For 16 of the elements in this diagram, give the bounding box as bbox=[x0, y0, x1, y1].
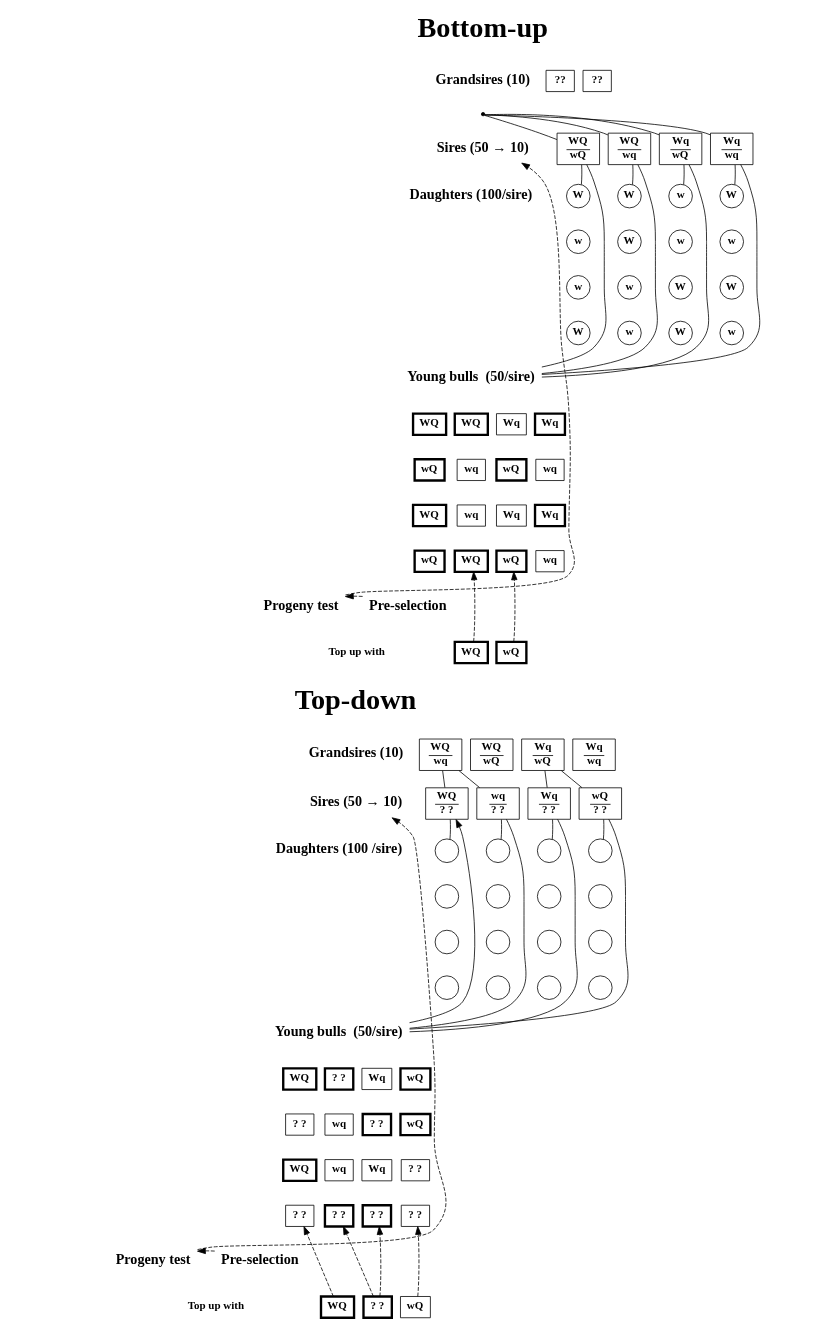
label: Top up with bbox=[328, 644, 385, 657]
label: Daughters (100/sire) bbox=[409, 185, 533, 202]
node-text: Progeny test bbox=[263, 596, 339, 613]
node-text: Pre-selection bbox=[221, 1251, 299, 1268]
label: Top-down bbox=[294, 683, 417, 715]
label: Grandsires (10) bbox=[435, 70, 531, 87]
label: Grandsires (10) bbox=[308, 744, 404, 761]
node-text: Sires (50 → 10) bbox=[309, 793, 403, 810]
node-text: Progeny test bbox=[115, 1251, 191, 1268]
label: Daughters (100 /sire) bbox=[275, 840, 403, 857]
label: Top up with bbox=[187, 1299, 245, 1312]
node-text: Young bulls (50/sire) bbox=[274, 1022, 403, 1039]
node-text: Sires (50 → 10) bbox=[436, 138, 529, 155]
node-text: Pre-selection bbox=[369, 596, 447, 613]
node-text: Young bulls (50/sire) bbox=[407, 368, 535, 385]
label: Bottom-up bbox=[417, 11, 548, 43]
